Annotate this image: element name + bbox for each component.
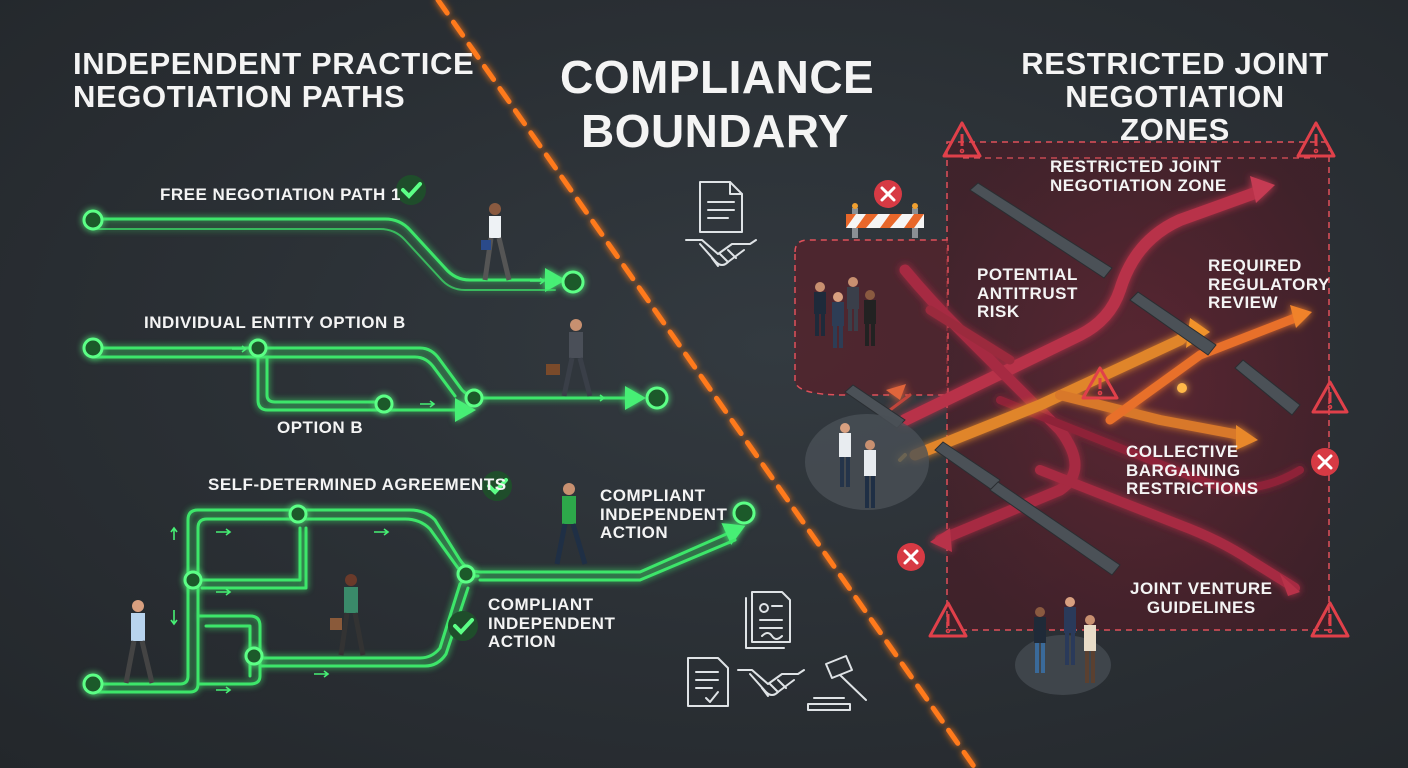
- warning-icon: [928, 601, 968, 638]
- warning-icons: [928, 121, 1350, 638]
- gavel-icon: [807, 655, 867, 711]
- right-heading-line: Restricted Joint: [1021, 46, 1329, 81]
- warning-icon: [1310, 601, 1350, 638]
- walking-people: [123, 203, 593, 684]
- warning-icon: [942, 121, 982, 158]
- label-line: Antitrust: [977, 283, 1078, 303]
- small-arrows: [170, 277, 606, 694]
- document-icon: [687, 657, 729, 707]
- label-option-b: Option B: [277, 418, 364, 437]
- label-antitrust-risk: Potential Antitrust Risk: [977, 265, 1078, 322]
- barrier-icon: [846, 203, 924, 238]
- person: [330, 574, 366, 656]
- label-line: Risk: [977, 302, 1020, 322]
- checkmark-icon: [482, 471, 512, 501]
- label-line: Joint Venture: [1130, 579, 1273, 598]
- label-line: Required: [1208, 256, 1302, 275]
- label-line: Compliant: [600, 486, 706, 505]
- warning-icon: [1311, 380, 1349, 414]
- label-joint-venture: Joint Venture Guidelines: [1130, 579, 1273, 617]
- label-regulatory-review: Required Regulatory Review: [1208, 256, 1330, 313]
- label-line: Action: [600, 523, 669, 543]
- warning-icon: [1081, 366, 1119, 400]
- label-line: Compliant: [488, 595, 594, 614]
- end-node: [645, 386, 669, 410]
- label-line: Independent: [600, 504, 728, 524]
- label-line: Review: [1208, 293, 1279, 313]
- compliance-boundary-line: [435, 0, 978, 768]
- right-heading: Restricted Joint Negotiation Zones: [1015, 46, 1335, 147]
- person: [123, 600, 155, 684]
- label-line: Collective: [1126, 442, 1239, 461]
- label-line: Regulatory: [1208, 274, 1330, 294]
- document-icon: [699, 181, 743, 233]
- end-node: [732, 501, 756, 525]
- center-heading-line: Compliance: [560, 51, 875, 103]
- label-line: Negotiation Zone: [1050, 175, 1227, 195]
- label-line: Potential: [977, 265, 1078, 284]
- start-node: [82, 209, 104, 231]
- label-line: Restricted Joint: [1050, 157, 1222, 176]
- warning-icon: [1296, 121, 1336, 158]
- label-path-2: Individual Entity Option B: [144, 313, 406, 332]
- left-heading-line: Negotiation Paths: [73, 78, 406, 114]
- person: [546, 319, 593, 397]
- prohibited-icon: [874, 180, 902, 208]
- restricted-arrows: [886, 176, 1304, 596]
- label-line: Restrictions: [1126, 479, 1259, 499]
- handshake-icon: [737, 669, 805, 697]
- label-line: Guidelines: [1146, 597, 1256, 617]
- label-self-determined: Self-Determined Agreements: [208, 475, 507, 494]
- checkmark-icon: [448, 611, 478, 641]
- restricted-arrow: [1035, 465, 1300, 593]
- label-line: Action: [488, 632, 557, 652]
- person: [481, 203, 512, 281]
- checkmark-icons: [396, 175, 512, 641]
- left-heading: Independent Practice Negotiation Paths: [73, 46, 475, 114]
- restricted-arrow-head: [1250, 176, 1275, 203]
- handshake-icon: [685, 239, 757, 267]
- label-path-1: Free Negotiation Path 1: [160, 185, 402, 204]
- document-icon: [745, 591, 791, 649]
- start-node: [82, 337, 104, 359]
- end-node: [561, 270, 585, 294]
- center-heading-line: Boundary: [580, 105, 850, 158]
- left-heading-line: Independent Practice: [73, 46, 475, 81]
- label-restricted-zone: Restricted Joint Negotiation Zone: [1050, 157, 1227, 195]
- label-line: Independent: [488, 613, 616, 633]
- label-compliant-action-bottom: Compliant Independent Action: [488, 595, 616, 652]
- person: [554, 483, 588, 565]
- restricted-arrow: [899, 187, 1261, 426]
- label-line: Bargaining: [1126, 460, 1241, 480]
- label-compliant-action-top: Compliant Independent Action: [600, 486, 728, 543]
- center-heading: Compliance Boundary: [560, 50, 875, 159]
- prohibited-icon: [897, 543, 925, 571]
- start-node: [82, 673, 104, 695]
- prohibited-icons: [874, 180, 1339, 571]
- prohibited-icon: [1311, 448, 1339, 476]
- label-collective-bargaining: Collective Bargaining Restrictions: [1126, 442, 1259, 499]
- path-nodes: [82, 209, 756, 695]
- checkmark-icon: [396, 175, 426, 205]
- right-heading-line: Negotiation Zones: [1065, 78, 1285, 147]
- free-path-1: [91, 217, 566, 292]
- people: [814, 277, 1096, 683]
